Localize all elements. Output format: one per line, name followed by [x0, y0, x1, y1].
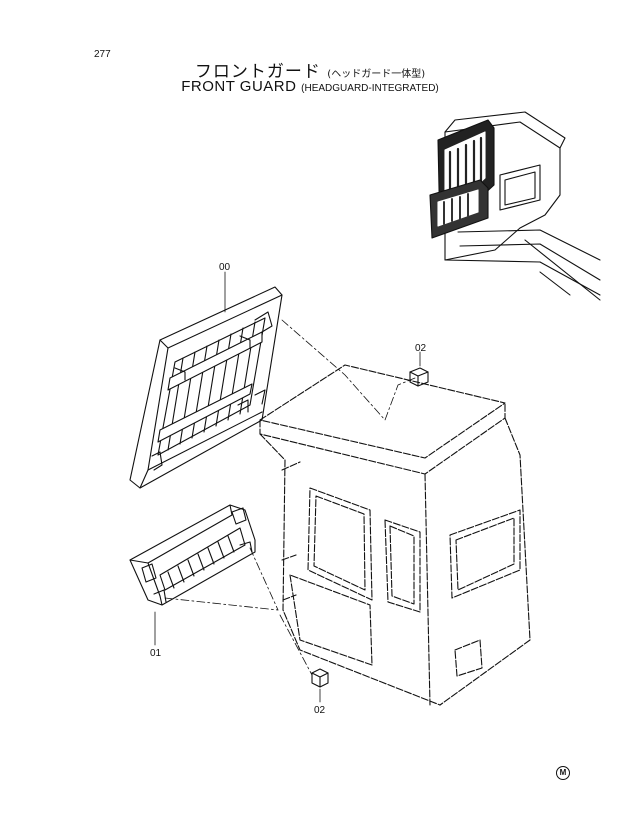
callout-00: 00	[219, 262, 231, 273]
leader-lines	[154, 271, 421, 703]
cab-body	[259, 364, 531, 706]
page-number: 277	[94, 49, 111, 60]
circled-m-mark: M	[556, 766, 570, 780]
title-en-sub: (HEADGUARD-INTEGRATED)	[301, 83, 439, 94]
bolt-lower	[311, 668, 329, 688]
inset-cab-illustration	[444, 111, 601, 301]
callout-02-upper: 02	[415, 343, 427, 354]
title-en-main: FRONT GUARD	[181, 78, 297, 95]
assembly-lines	[164, 319, 416, 676]
inset-guard-illustration	[429, 119, 495, 239]
upper-front-guard	[129, 286, 283, 489]
lower-front-guard	[129, 504, 256, 606]
bolt-upper	[409, 367, 429, 387]
callout-02-lower: 02	[314, 705, 326, 716]
title-japanese: フロントガード (ヘッドガード一体型)	[0, 57, 620, 82]
title-jp-main: フロントガード	[194, 62, 321, 82]
callout-01: 01	[150, 648, 162, 659]
title-english: FRONT GUARD (HEADGUARD-INTEGRATED)	[0, 78, 620, 95]
title-jp-sub: (ヘッドガード一体型)	[327, 69, 426, 80]
